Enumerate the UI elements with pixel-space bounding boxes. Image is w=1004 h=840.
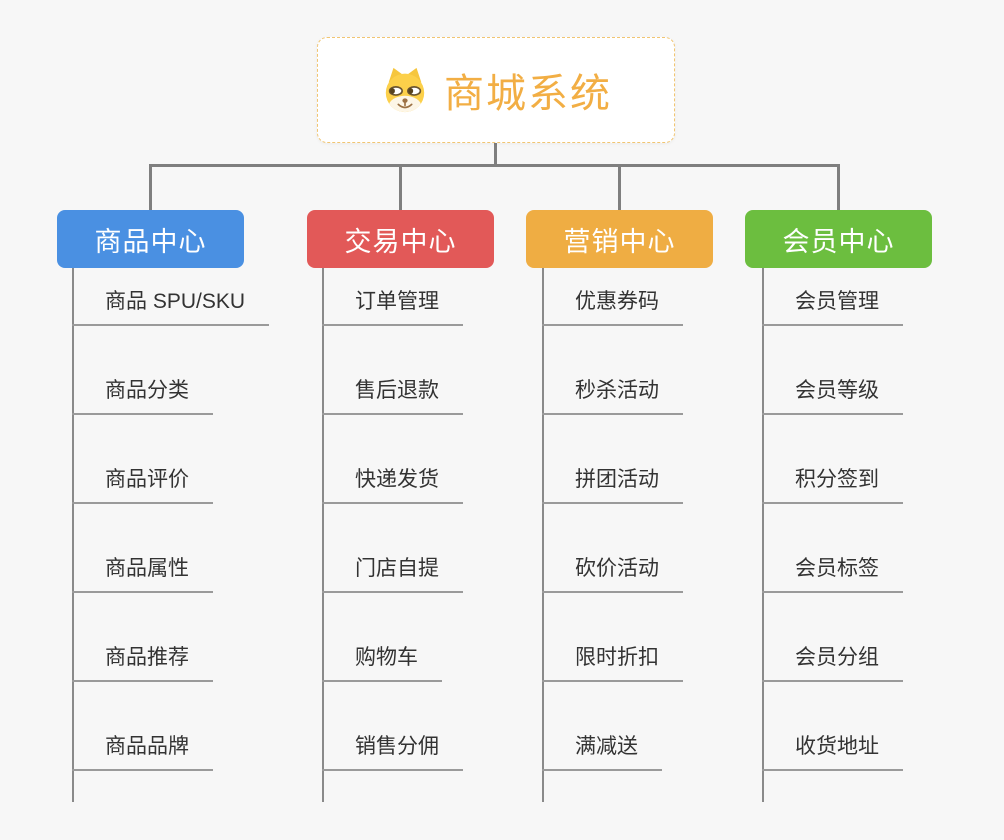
doge-icon xyxy=(385,67,425,113)
branch-rail-line xyxy=(72,268,74,802)
leaf-node[interactable]: 收货地址 xyxy=(762,730,903,771)
leaf-node[interactable]: 会员管理 xyxy=(762,285,903,326)
leaf-node[interactable]: 会员等级 xyxy=(762,374,903,415)
branch-rail-line xyxy=(762,268,764,802)
leaf-node[interactable]: 会员标签 xyxy=(762,552,903,593)
branch-node-product[interactable]: 商品中心 xyxy=(57,210,244,268)
leaf-node[interactable]: 拼团活动 xyxy=(542,463,683,504)
leaf-node[interactable]: 满减送 xyxy=(542,730,662,771)
root-node[interactable]: 商城系统 xyxy=(317,37,675,143)
branch-column-marketing: 优惠券码 秒杀活动 拼团活动 砍价活动 限时折扣 满减送 xyxy=(542,268,782,808)
leaf-node[interactable]: 积分签到 xyxy=(762,463,903,504)
leaf-node[interactable]: 商品分类 xyxy=(72,374,213,415)
leaf-node[interactable]: 快递发货 xyxy=(322,463,463,504)
leaf-node[interactable]: 限时折扣 xyxy=(542,641,683,682)
leaf-node[interactable]: 砍价活动 xyxy=(542,552,683,593)
leaf-node[interactable]: 商品属性 xyxy=(72,552,213,593)
branch-drop-line xyxy=(399,164,402,210)
root-stem-line xyxy=(494,143,497,167)
leaf-node[interactable]: 优惠券码 xyxy=(542,285,683,326)
leaf-node[interactable]: 销售分佣 xyxy=(322,730,463,771)
branch-rail-line xyxy=(542,268,544,802)
leaf-node[interactable]: 订单管理 xyxy=(322,285,463,326)
branch-column-member: 会员管理 会员等级 积分签到 会员标签 会员分组 收货地址 xyxy=(762,268,1002,808)
leaf-node[interactable]: 商品品牌 xyxy=(72,730,213,771)
branch-node-member[interactable]: 会员中心 xyxy=(745,210,932,268)
leaf-node[interactable]: 商品评价 xyxy=(72,463,213,504)
branch-drop-line xyxy=(618,164,621,210)
branch-node-trade[interactable]: 交易中心 xyxy=(307,210,494,268)
leaf-node[interactable]: 商品 SPU/SKU xyxy=(72,285,270,326)
leaf-node[interactable]: 商品推荐 xyxy=(72,641,213,682)
branch-drop-line xyxy=(837,164,840,210)
branch-drop-line xyxy=(149,164,152,210)
leaf-node[interactable]: 购物车 xyxy=(322,641,442,682)
leaf-node[interactable]: 秒杀活动 xyxy=(542,374,683,415)
branch-bus-line xyxy=(149,164,840,167)
leaf-node[interactable]: 门店自提 xyxy=(322,552,463,593)
leaf-node[interactable]: 会员分组 xyxy=(762,641,903,682)
root-title: 商城系统 xyxy=(444,72,612,116)
branch-column-trade: 订单管理 售后退款 快递发货 门店自提 购物车 销售分佣 xyxy=(322,268,562,808)
leaf-node[interactable]: 售后退款 xyxy=(322,374,463,415)
branch-column-product: 商品 SPU/SKU 商品分类 商品评价 商品属性 商品推荐 商品品牌 xyxy=(72,268,312,808)
branch-rail-line xyxy=(322,268,324,802)
branch-node-marketing[interactable]: 营销中心 xyxy=(526,210,713,268)
